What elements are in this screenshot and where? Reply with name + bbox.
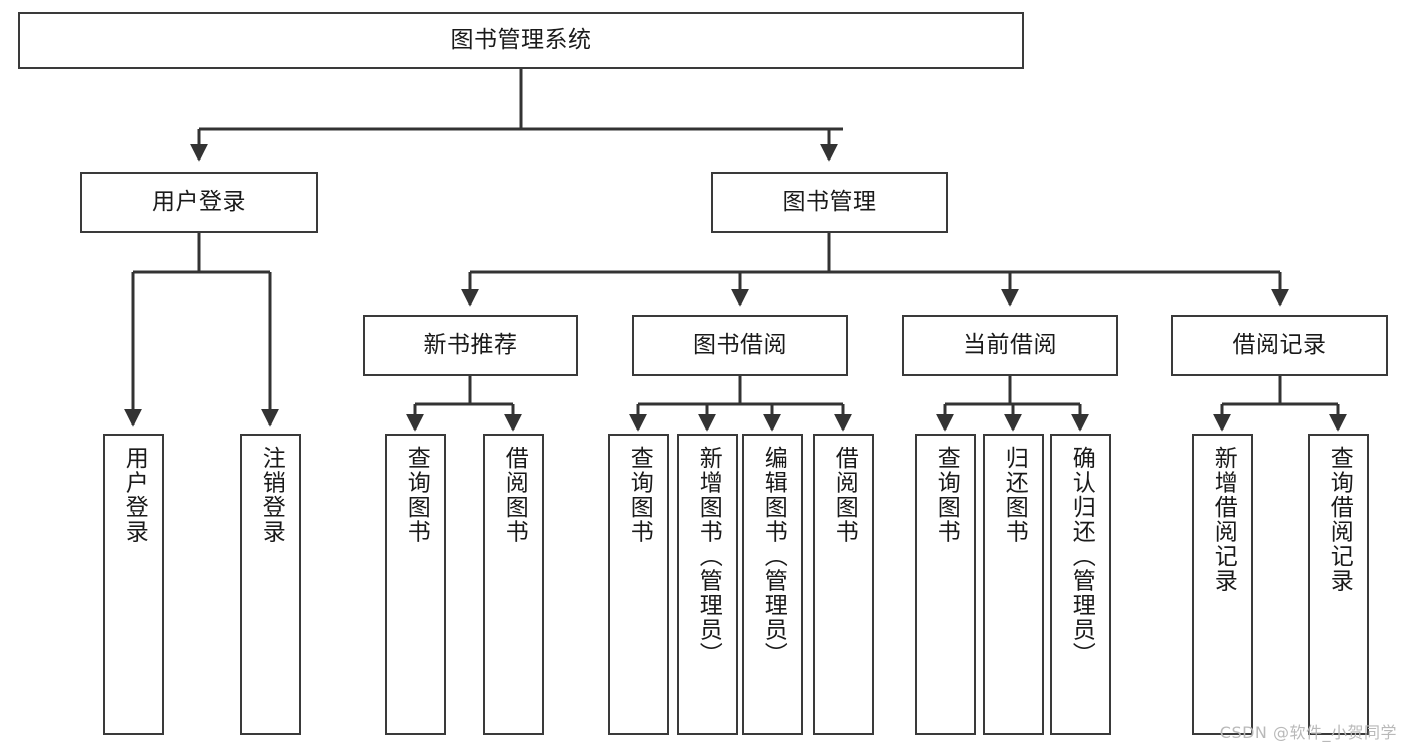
leaf-user-login-login[interactable]: 用户登录 xyxy=(103,434,164,735)
node-label: 借阅记录 xyxy=(1232,331,1327,358)
leaf-current-confirm-return-admin[interactable]: 确认归还（管理员） xyxy=(1050,434,1111,735)
node-borrow-record[interactable]: 借阅记录 xyxy=(1171,315,1388,376)
node-label: 查询图书 xyxy=(933,446,960,544)
node-user-login[interactable]: 用户登录 xyxy=(80,172,318,233)
node-label: 查询图书 xyxy=(626,446,653,544)
node-label: 编辑图书（管理员） xyxy=(760,446,787,667)
node-new-book-recommend[interactable]: 新书推荐 xyxy=(363,315,578,376)
node-label: 归还图书 xyxy=(1001,446,1028,544)
leaf-recommend-query-book[interactable]: 查询图书 xyxy=(385,434,446,735)
node-book-management[interactable]: 图书管理 xyxy=(711,172,948,233)
leaf-current-query-book[interactable]: 查询图书 xyxy=(915,434,976,735)
leaf-record-add-record[interactable]: 新增借阅记录 xyxy=(1192,434,1253,735)
node-label: 当前借阅 xyxy=(963,331,1057,358)
node-current-borrow[interactable]: 当前借阅 xyxy=(902,315,1118,376)
node-book-borrow[interactable]: 图书借阅 xyxy=(632,315,848,376)
node-label: 确认归还（管理员） xyxy=(1068,446,1095,667)
node-label: 用户登录 xyxy=(152,188,246,215)
node-label: 图书借阅 xyxy=(693,331,787,358)
leaf-recommend-borrow-book[interactable]: 借阅图书 xyxy=(483,434,544,735)
node-label: 借阅图书 xyxy=(501,446,528,544)
leaf-borrow-add-book-admin[interactable]: 新增图书（管理员） xyxy=(677,434,738,735)
leaf-borrow-query-book[interactable]: 查询图书 xyxy=(608,434,669,735)
node-label: 注销登录 xyxy=(258,446,285,544)
node-label: 借阅图书 xyxy=(831,446,858,544)
leaf-record-query-record[interactable]: 查询借阅记录 xyxy=(1308,434,1369,735)
node-label: 用户登录 xyxy=(121,446,148,544)
leaf-current-return-book[interactable]: 归还图书 xyxy=(983,434,1044,735)
node-label: 新书推荐 xyxy=(423,331,518,358)
leaf-user-login-logout[interactable]: 注销登录 xyxy=(240,434,301,735)
node-label: 图书管理系统 xyxy=(450,26,592,53)
node-label: 新增借阅记录 xyxy=(1210,446,1237,593)
node-root-system[interactable]: 图书管理系统 xyxy=(18,12,1024,69)
leaf-borrow-edit-book-admin[interactable]: 编辑图书（管理员） xyxy=(742,434,803,735)
node-label: 查询图书 xyxy=(403,446,430,544)
node-label: 图书管理 xyxy=(782,188,877,215)
leaf-borrow-borrow-book[interactable]: 借阅图书 xyxy=(813,434,874,735)
node-label: 新增图书（管理员） xyxy=(695,446,722,667)
node-label: 查询借阅记录 xyxy=(1326,446,1353,593)
